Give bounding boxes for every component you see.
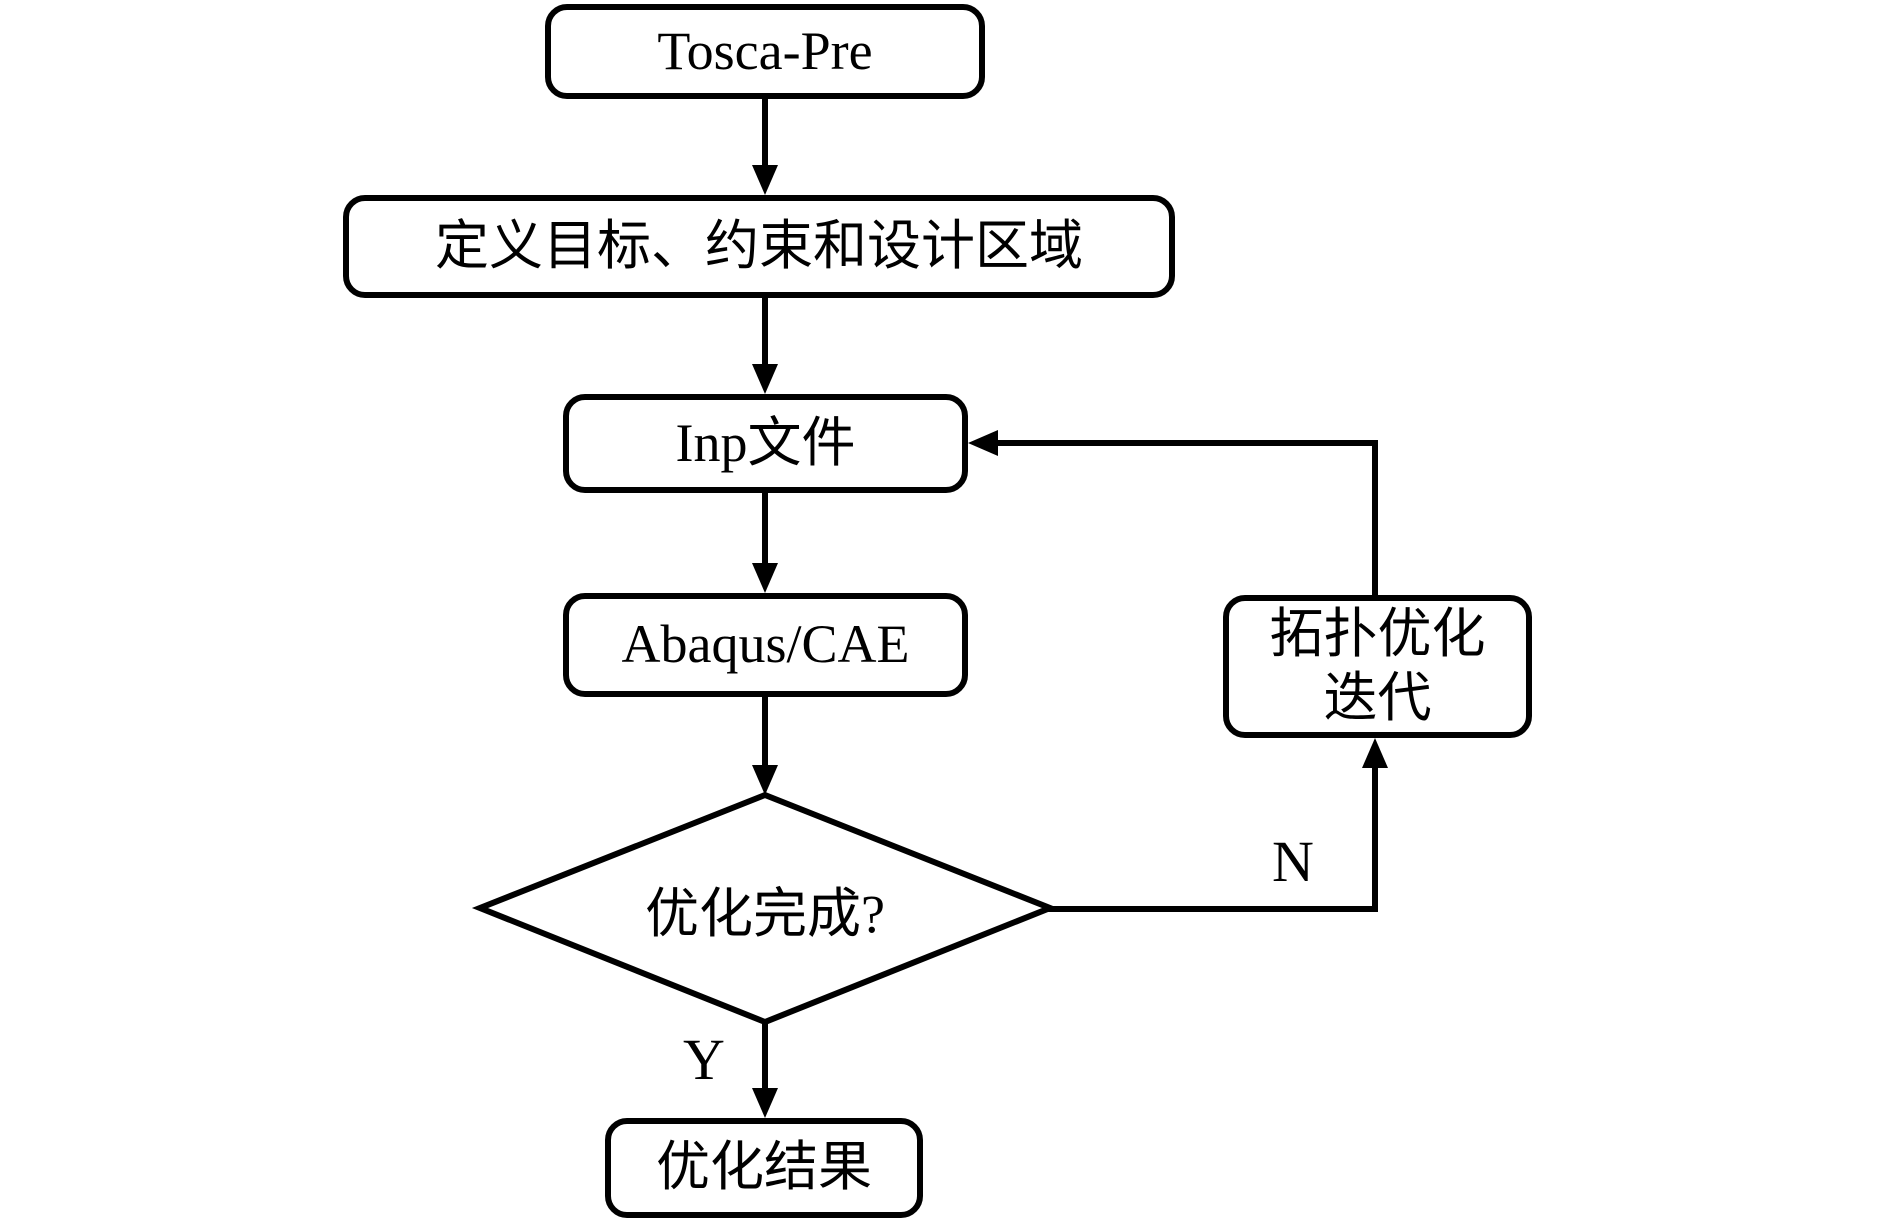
arrow-define-to-inp: [752, 298, 778, 394]
edge-label-yes-text: Y: [683, 1026, 725, 1092]
arrow-abaqus-to-decision: [752, 697, 778, 795]
node-optimization-result: 优化结果: [605, 1118, 923, 1218]
node-define-objectives: 定义目标、约束和设计区域: [343, 195, 1175, 298]
node-topology-iteration: 拓扑优化 迭代: [1223, 595, 1532, 738]
arrow-topo-iter-to-inp: [968, 430, 1378, 595]
node-abaqus-cae: Abaqus/CAE: [563, 593, 968, 697]
edge-label-no: N: [1256, 828, 1330, 894]
node-inp-file-label: Inp文件: [675, 412, 856, 473]
arrow-decision-to-result: [752, 1022, 778, 1118]
node-define-objectives-label: 定义目标、约束和设计区域: [435, 215, 1083, 276]
edge-label-yes: Y: [668, 1026, 740, 1092]
node-tosca-pre: Tosca-Pre: [545, 4, 985, 99]
node-decision-complete: 优化完成?: [480, 795, 1050, 1022]
node-topology-iteration-label: 拓扑优化 迭代: [1269, 603, 1486, 728]
arrow-tosca-to-define: [752, 99, 778, 195]
node-tosca-pre-label: Tosca-Pre: [657, 20, 873, 81]
node-optimization-result-label: 优化结果: [656, 1137, 872, 1198]
node-inp-file: Inp文件: [563, 394, 968, 493]
node-abaqus-cae-label: Abaqus/CAE: [621, 614, 910, 675]
node-decision-complete-label: 优化完成?: [645, 884, 885, 944]
edge-label-no-text: N: [1272, 828, 1314, 894]
arrow-inp-to-abaqus: [752, 493, 778, 593]
arrow-decision-to-topo-iter: [1048, 738, 1388, 912]
